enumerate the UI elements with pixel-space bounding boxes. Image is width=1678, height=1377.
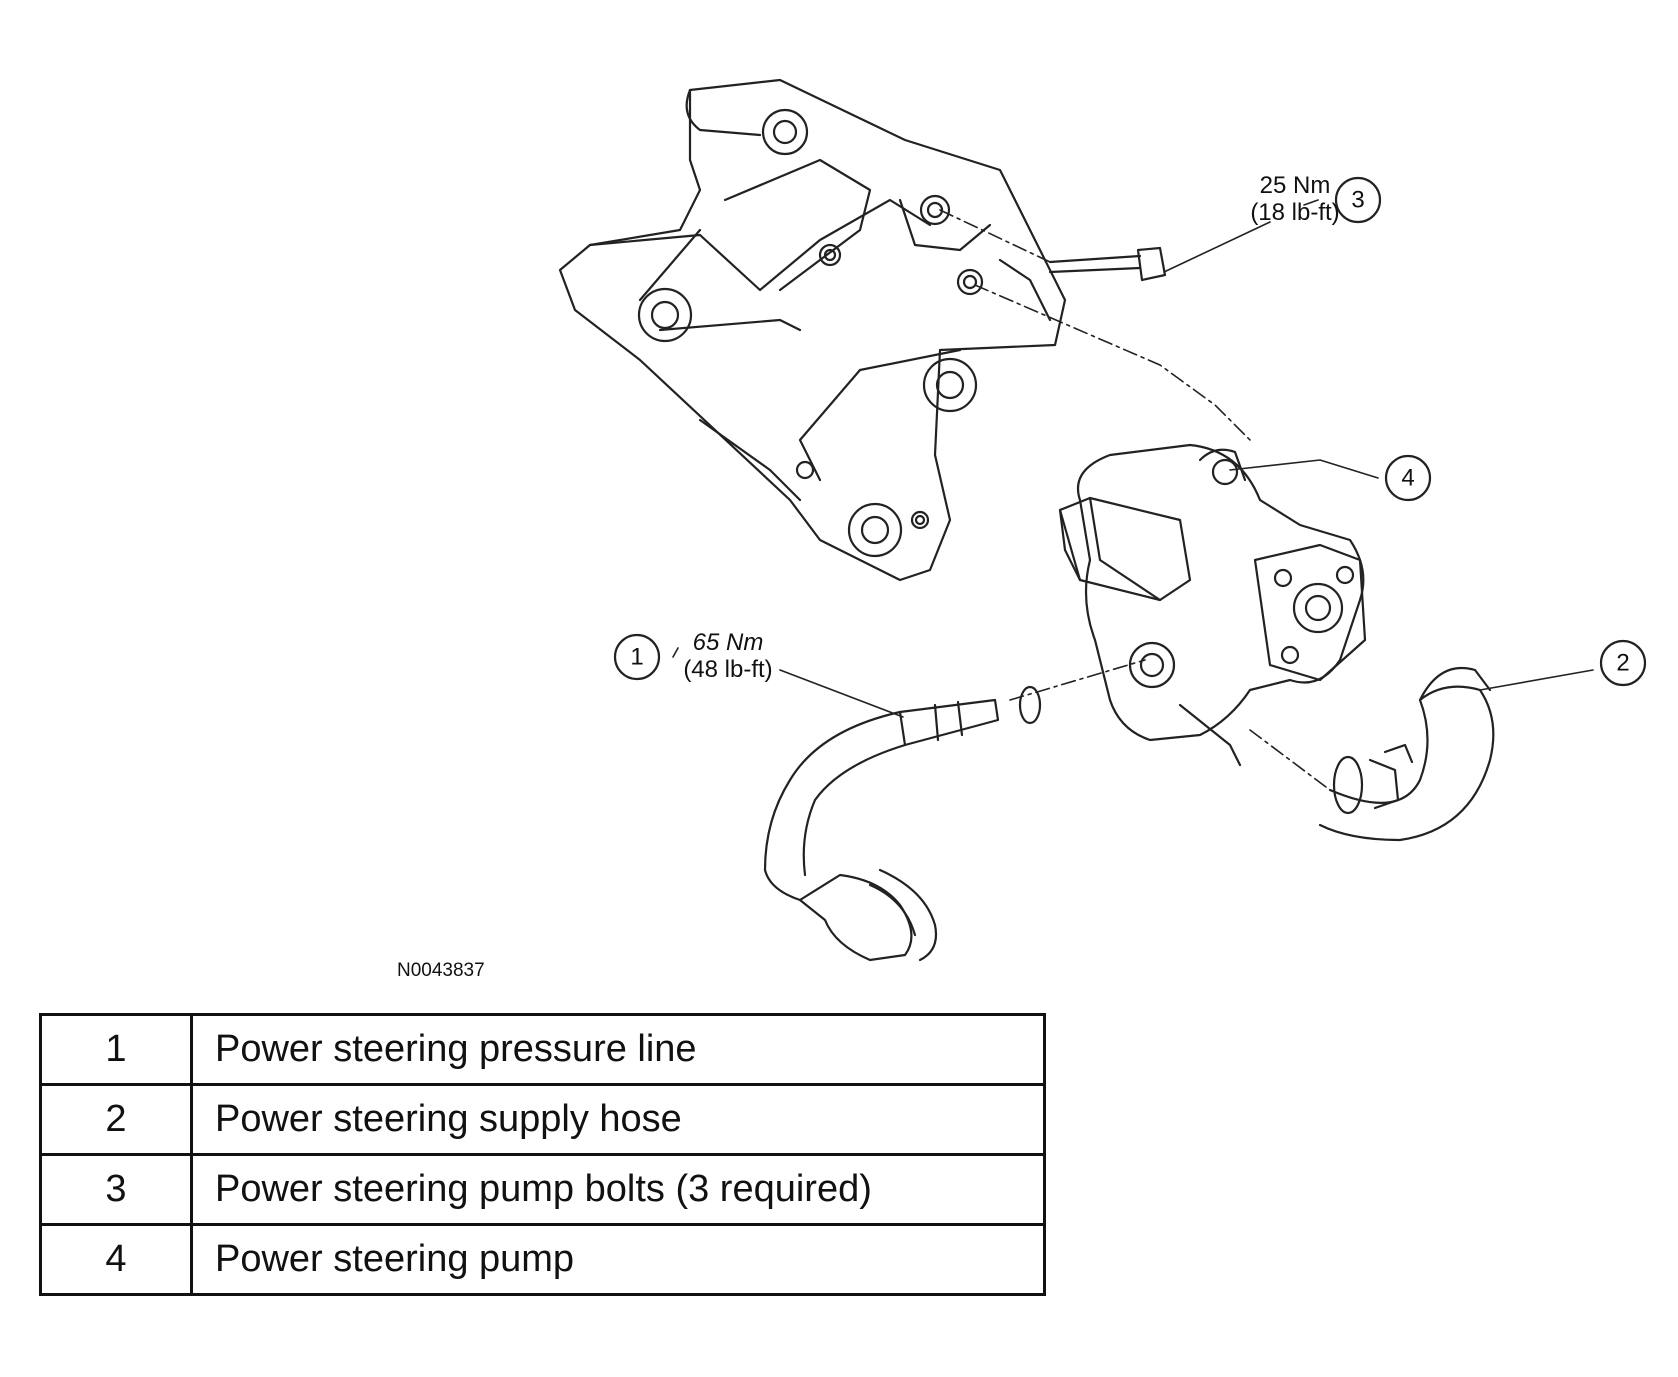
- callout-4-number: 4: [1401, 465, 1414, 492]
- alignment-lines: [939, 209, 1331, 791]
- callout-2-number: 2: [1616, 650, 1629, 677]
- legend-row: 4 Power steering pump: [39, 1223, 1046, 1296]
- legend-row: 1 Power steering pressure line: [39, 1013, 1046, 1086]
- callout-2-circle: [1599, 639, 1647, 687]
- legend-row: 3 Power steering pump bolts (3 required): [39, 1153, 1046, 1226]
- legend-row: 2 Power steering supply hose: [39, 1083, 1046, 1156]
- legend-number: 1: [39, 1013, 193, 1086]
- pump-bolt: [1048, 246, 1167, 282]
- callout-3-circle: [1334, 176, 1382, 224]
- callout-3-torque-nm: 25 Nm: [1260, 172, 1331, 199]
- legend-table: 1 Power steering pressure line 2 Power s…: [39, 1013, 1046, 1296]
- callout-1-circle: [613, 633, 661, 681]
- exploded-view-diagram: 3 4 1 2 25 Nm (18 lb-ft) 65 Nm (48 lb-ft…: [397, 78, 1647, 981]
- diagram-reference-code: N0043837: [397, 960, 485, 981]
- pressure-line: [763, 698, 1000, 962]
- legend-description: Power steering pressure line: [190, 1013, 1046, 1086]
- callout-1-number: 1: [630, 644, 643, 671]
- legend-description: Power steering pump: [190, 1223, 1046, 1296]
- callout-3-number: 3: [1351, 187, 1364, 214]
- legend-description: Power steering pump bolts (3 required): [190, 1153, 1046, 1226]
- legend-description: Power steering supply hose: [190, 1083, 1046, 1156]
- legend-number: 2: [39, 1083, 193, 1156]
- legend-number: 3: [39, 1153, 193, 1226]
- leader-lines: [672, 199, 1594, 718]
- sealing-washer: [1018, 685, 1042, 725]
- callout-4-circle: [1384, 454, 1432, 502]
- supply-hose: [1318, 666, 1495, 842]
- power-steering-pump: [1058, 443, 1367, 767]
- pump-mounting-bracket: [558, 78, 1067, 582]
- legend-number: 4: [39, 1223, 193, 1296]
- callout-1-torque-lbft: (48 lb-ft): [683, 656, 772, 683]
- callout-3-torque-lbft: (18 lb-ft): [1250, 199, 1339, 226]
- callout-1-torque-nm: 65 Nm: [693, 629, 764, 656]
